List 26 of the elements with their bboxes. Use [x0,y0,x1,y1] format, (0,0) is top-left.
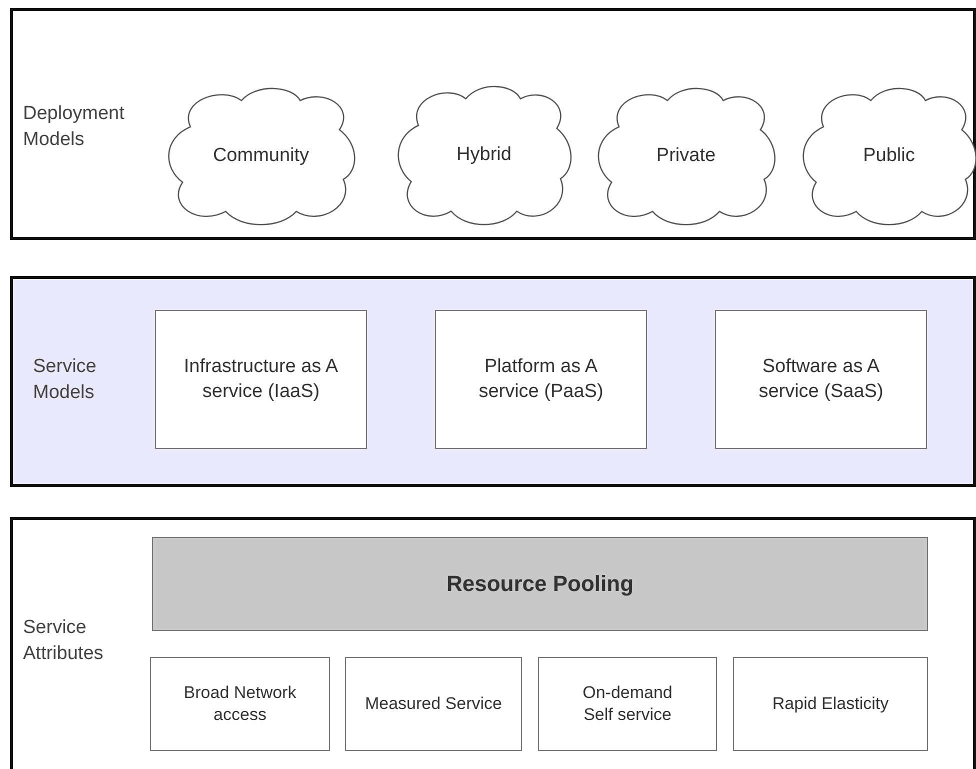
box-label: Hybrid [456,142,512,167]
category-box [435,310,647,449]
box-label: Broad Network access [182,682,298,726]
box-label: Public [863,144,915,168]
section-label: Deployment Models [23,102,126,152]
category-box [345,657,522,751]
box-label: Community [212,144,310,168]
header-bar [152,537,928,631]
box-label: Software as A service (SaaS) [758,354,884,404]
section-label: Service Models [33,355,98,405]
box-label: Infrastructure as A service (IaaS) [182,354,340,404]
category-box [150,657,330,751]
box-label: Platform as A service (PaaS) [478,354,604,404]
section-panel [10,8,976,240]
box-label: Resource Pooling [446,570,634,598]
box-label: On-demand Self service [582,682,674,726]
box-label: Measured Service [364,692,502,715]
category-box [733,657,928,751]
section-panel [10,276,976,487]
section-label: Service Attributes [23,616,104,666]
category-box [155,310,367,449]
category-box [715,310,927,449]
box-label: Rapid Elasticity [772,692,889,715]
category-box [538,657,717,751]
section-panel [10,517,976,769]
box-label: Private [656,144,716,168]
